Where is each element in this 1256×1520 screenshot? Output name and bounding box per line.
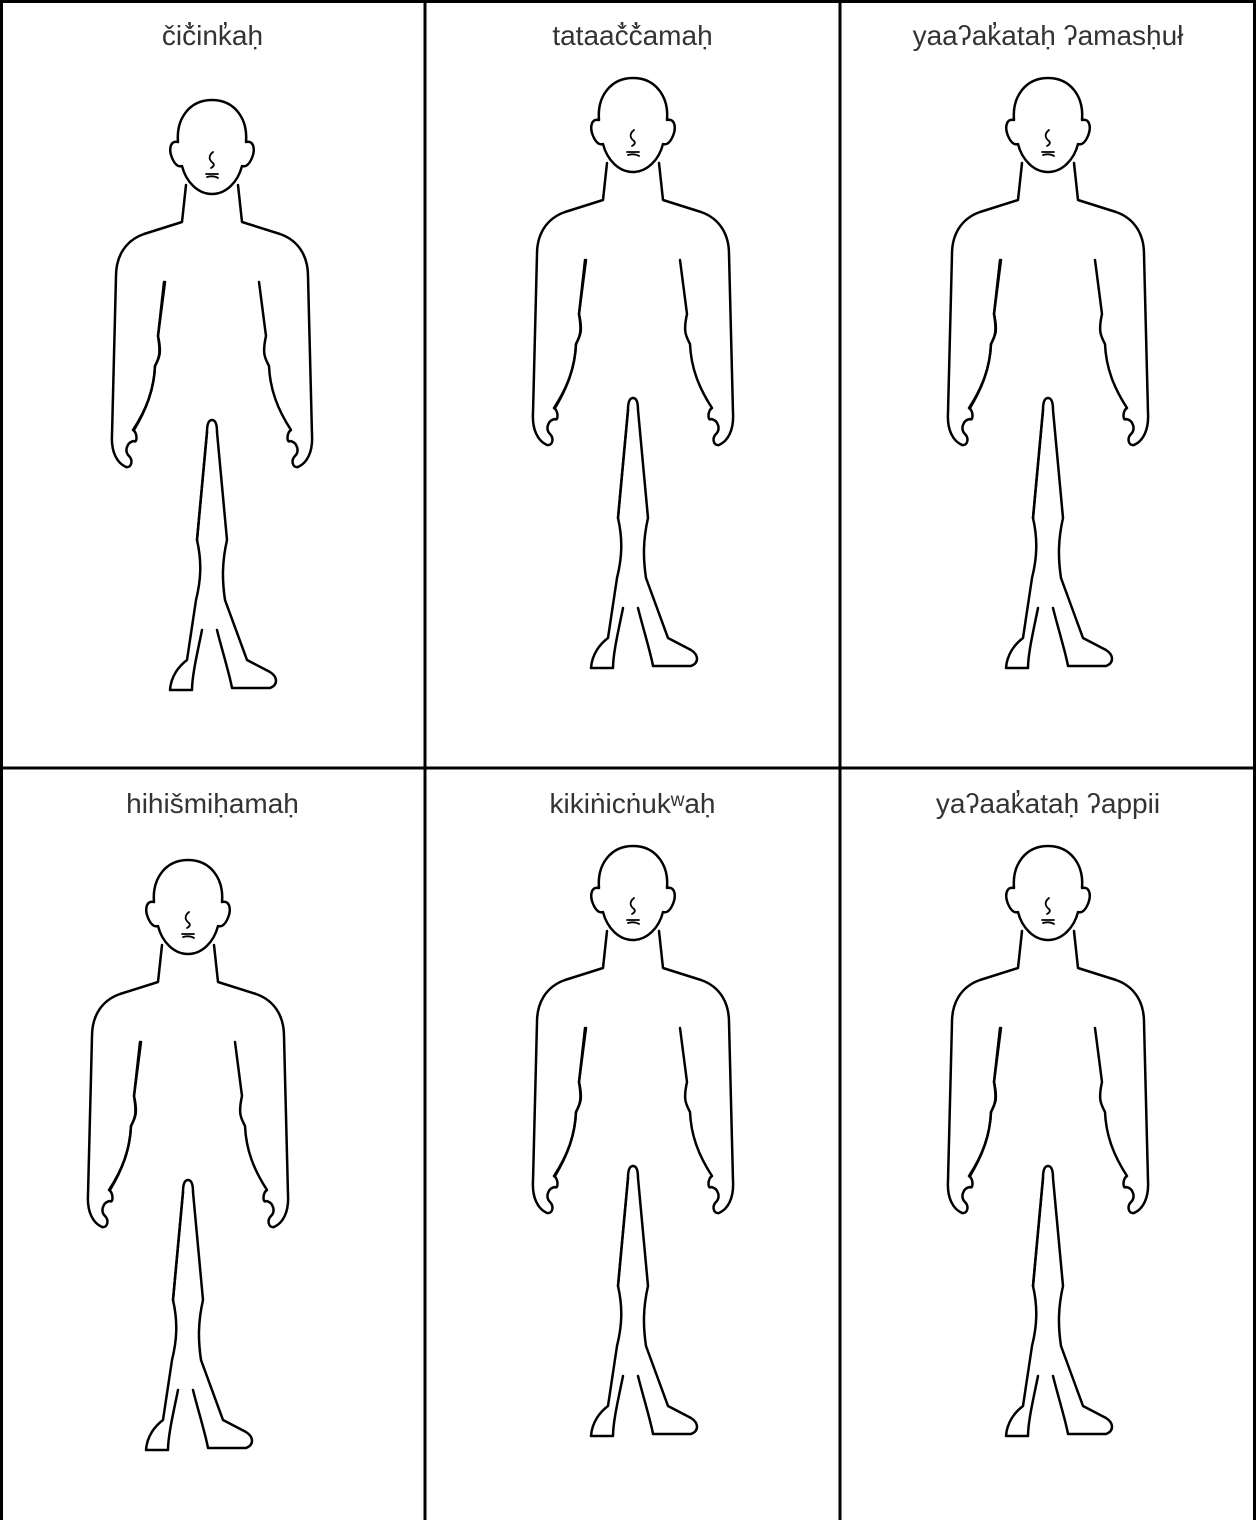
table-borders (0, 0, 1256, 1520)
body-parts-grid: čič̓ink̓aḥ tataač̓č̓amaḥ yaaʔak̓ataḥ ʔam… (0, 0, 1256, 1520)
